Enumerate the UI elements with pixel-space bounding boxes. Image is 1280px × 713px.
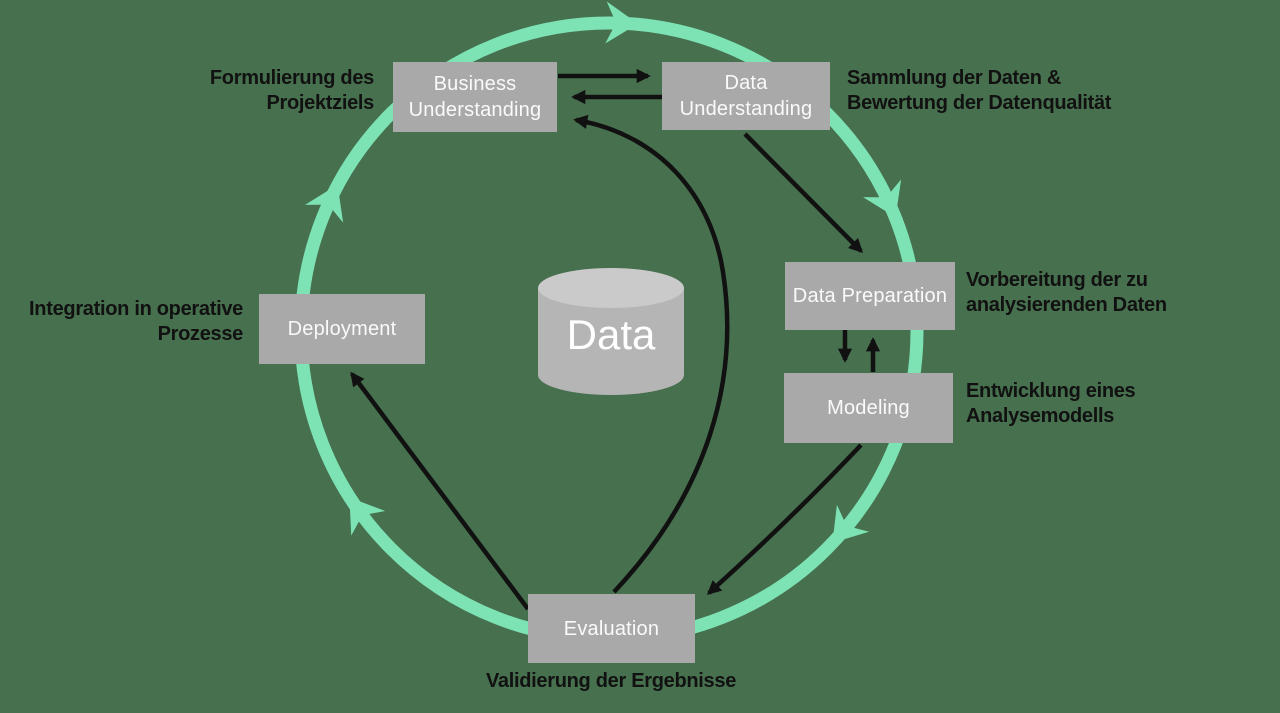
annotation-project-goal: Formulierung des Projektziels [209, 67, 374, 114]
data-cylinder-top [538, 268, 684, 308]
ring-arrowhead-lower-right-icon [832, 504, 870, 543]
arrow-evaluation-to-business-understanding [573, 114, 730, 594]
stage-arrows [350, 68, 881, 611]
annotation-deployment: Integration in operative Prozesse [29, 298, 243, 345]
ring-arrowhead-top-icon [605, 1, 638, 44]
ring-arrowhead-upper-left-icon [305, 184, 344, 223]
stage-data-preparation-label: Data Preparation [792, 285, 948, 307]
stage-modeling-label: Modeling [827, 397, 910, 419]
stage-business-understanding: Business Understanding [393, 62, 557, 132]
stage-data-understanding: Data Understanding [662, 62, 830, 130]
annotation-modeling: Entwicklung eines Analysemodells [966, 380, 1136, 427]
annotation-data-collection: Sammlung der Daten & Bewertung der Daten… [847, 67, 1112, 114]
stage-modeling: Modeling [784, 373, 953, 443]
arrow-data-understanding-to-data-preparation [743, 132, 863, 254]
arrow-evaluation-to-deployment [350, 371, 530, 611]
annotation-data-preparation: Vorbereitung der zu analysierenden Daten [966, 269, 1167, 316]
data-store-label: Data [566, 311, 656, 358]
ring-arrowhead-lower-left-icon [349, 497, 386, 536]
stage-business-understanding-label: Business Understanding [408, 73, 542, 121]
data-cylinder-icon [538, 268, 684, 395]
stage-deployment-label: Deployment [287, 318, 397, 340]
stage-evaluation-label: Evaluation [563, 617, 660, 640]
annotation-validation: Validierung der Ergebnisse [485, 670, 737, 692]
ring-arrowhead-upper-right-icon [863, 179, 902, 218]
stage-evaluation: Evaluation [528, 594, 695, 663]
stage-data-understanding-label: Data Understanding [679, 72, 813, 120]
stage-deployment: Deployment [259, 294, 425, 364]
stage-data-preparation: Data Preparation [785, 262, 955, 330]
cycle-ring-arrowheads [305, 1, 902, 543]
arrow-modeling-to-evaluation [706, 443, 863, 595]
